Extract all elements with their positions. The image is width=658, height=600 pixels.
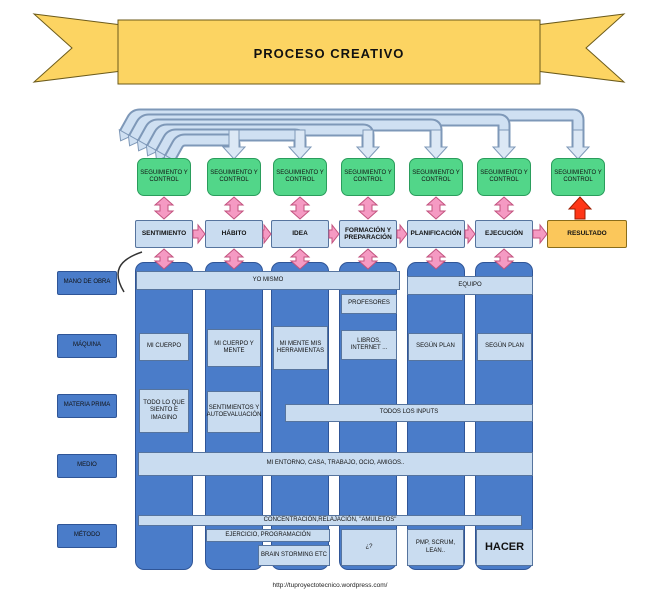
step-sentimiento: SENTIMIENTO	[135, 220, 193, 248]
cell-todo-lo-que-siento: TODO LO QUE SIENTO E IMAGINO	[139, 389, 189, 433]
cell-hacer: HACER	[476, 529, 533, 566]
seguimiento-control-box-7: SEGUIMIENTO Y CONTROL	[551, 158, 605, 196]
cell-concentracion: CONCENTRACIÓN,RELAJACIÓN, "AMULETOS"	[138, 515, 522, 526]
row-label-medio: MEDIO	[57, 454, 117, 478]
result-box: RESULTADO	[547, 220, 627, 248]
cell-todos-los-inputs: TODOS LOS INPUTS	[285, 404, 533, 422]
cell-equipo: EQUIPO	[407, 276, 533, 295]
cell-interrogante: ¿?	[341, 529, 397, 566]
seguimiento-control-box-1: SEGUIMIENTO Y CONTROL	[137, 158, 191, 196]
result-feedback-up-arrow	[567, 196, 593, 220]
row-label-maquina: MÁQUINA	[57, 334, 117, 358]
cell-pmp-scrum-lean: PMP, SCRUM, LEAN..	[407, 529, 464, 566]
seguimiento-control-box-2: SEGUIMIENTO Y CONTROL	[207, 158, 261, 196]
step-ejecucion: EJECUCIÓN	[475, 220, 533, 248]
row-label-materia-prima: MATERIA PRIMA	[57, 394, 117, 418]
seguimiento-control-box-3: SEGUIMIENTO Y CONTROL	[273, 158, 327, 196]
row-label-mano-de-obra: MANO DE OBRA	[57, 271, 117, 295]
cell-mi-cuerpo-y-mente: MI CUERPO Y MENTE	[207, 329, 261, 367]
seguimiento-control-box-6: SEGUIMIENTO Y CONTROL	[477, 158, 531, 196]
row-label-metodo: MÉTODO	[57, 524, 117, 548]
cell-mi-entorno: MI ENTORNO, CASA, TRABAJO, OCIO, AMIGOS.…	[138, 452, 533, 476]
banner-title: PROCESO CREATIVO	[253, 46, 405, 61]
cell-mi-mente-herramientas: MI MENTE MIS HERRAMIENTAS	[273, 326, 328, 370]
step-idea: IDEA	[271, 220, 329, 248]
cell-yo-mismo: YO MISMO	[136, 271, 400, 290]
cell-sentimientos-autoevaluacion: SENTIMIENTOS Y AUTOEVALUACIÓN	[207, 391, 261, 433]
feedback-arcs	[119, 108, 585, 162]
vertical-double-arrows-top	[153, 196, 515, 220]
cell-segun-plan-2: SEGÚN PLAN	[477, 333, 532, 361]
seguimiento-control-box-4: SEGUIMIENTO Y CONTROL	[341, 158, 395, 196]
cell-profesores: PROFESORES	[341, 294, 397, 314]
step-planificacion: PLANIFICACIÓN	[407, 220, 465, 248]
step-habito: HÁBITO	[205, 220, 263, 248]
cell-libros-internet: LIBROS, INTERNET ...	[341, 330, 397, 360]
seguimiento-control-box-5: SEGUIMIENTO Y CONTROL	[409, 158, 463, 196]
step-formacion: FORMACIÓN Y PREPARACIÓN	[339, 220, 397, 248]
cell-segun-plan-1: SEGÚN PLAN	[408, 333, 463, 361]
cell-mi-cuerpo: MI CUERPO	[139, 333, 189, 361]
block-down-arrows	[221, 129, 591, 160]
cell-ejercicio-programacion: EJERCICIO, PROGRAMACIÓN	[206, 529, 330, 542]
footer-url: http://tuproyectotecnico.wordpress.com/	[272, 582, 388, 589]
cell-brain-storming: BRAIN STORMING ETC	[258, 545, 330, 566]
